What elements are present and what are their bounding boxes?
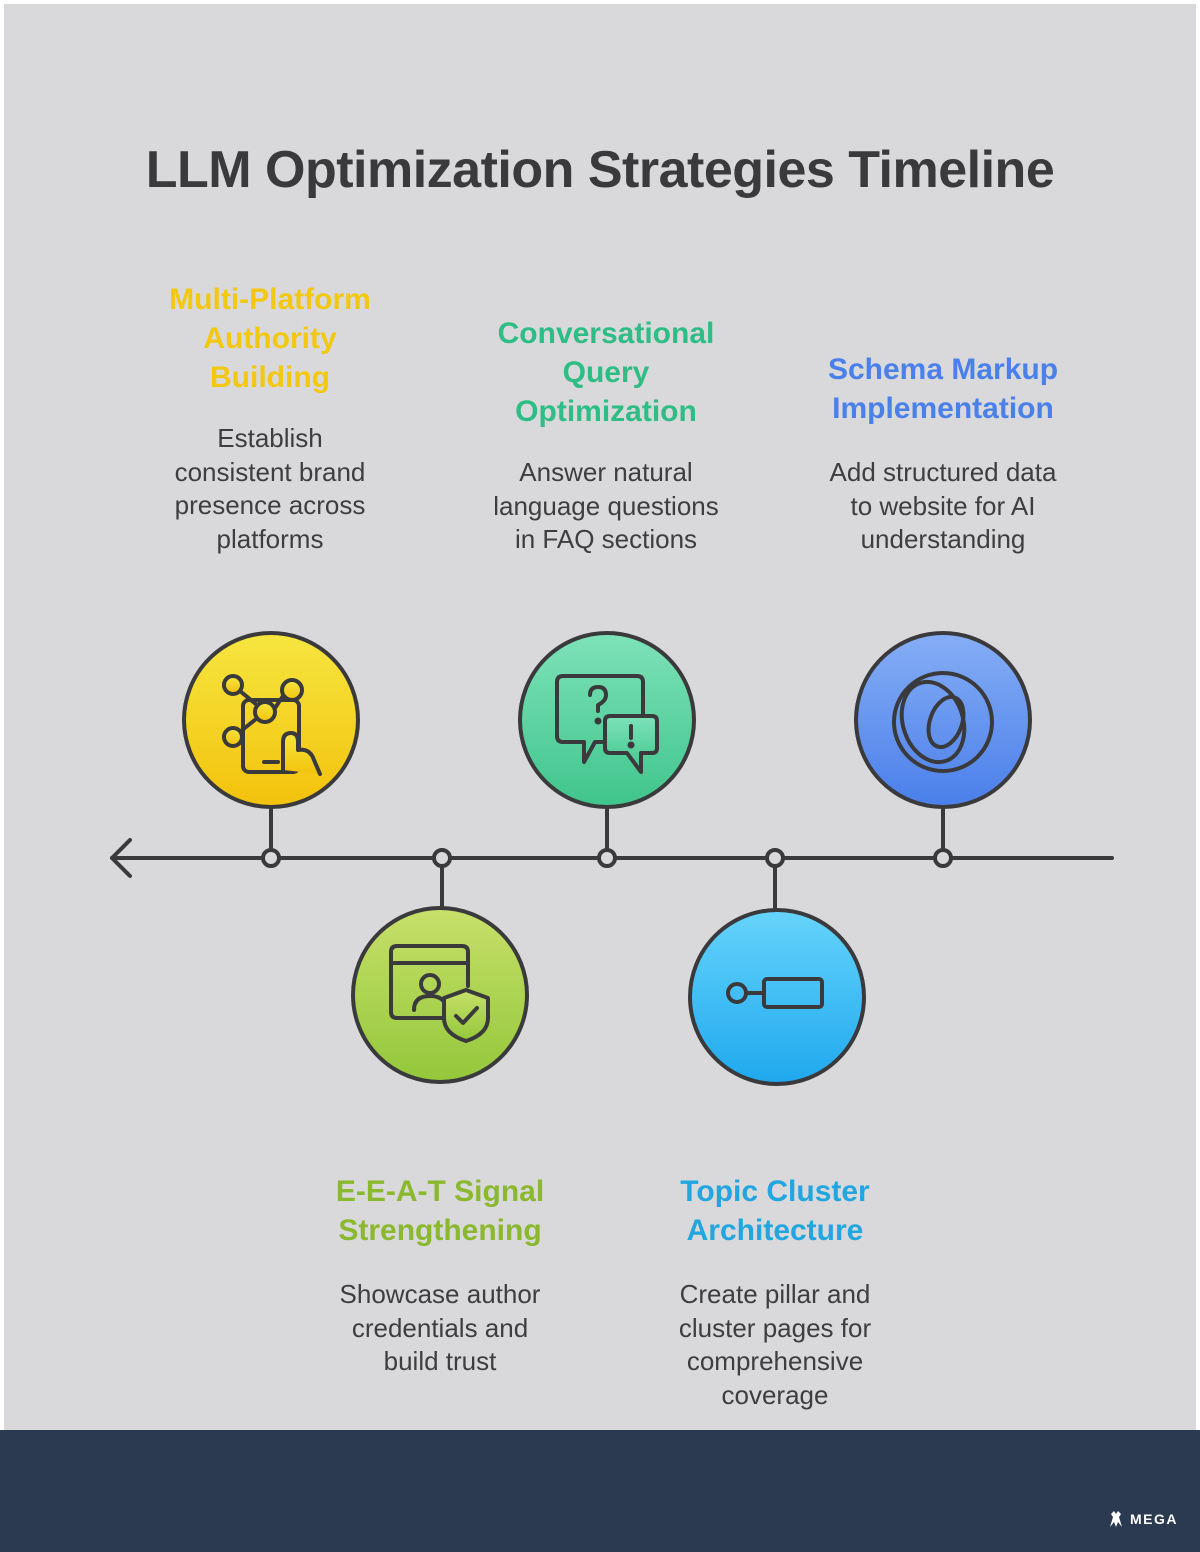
chat-question-icon [555,674,659,774]
title-line: Implementation [832,392,1054,425]
title-line: Building [210,361,330,394]
desc-line: Showcase author [339,1279,541,1309]
timeline-dot [597,848,617,868]
footer-bar [0,1430,1200,1552]
desc-line: Establish [217,423,323,453]
title-line: Strengthening [338,1214,542,1247]
step-title-topic-cluster: Topic Cluster Architecture [620,1172,930,1250]
desc-line: coverage [721,1379,829,1410]
step-node-eeat [351,906,529,1084]
desc-line: consistent brand [174,456,366,487]
swirl-icon [892,671,994,773]
desc-line: credentials and [351,1312,529,1343]
tag-node-icon [726,977,824,1009]
step-desc-schema: Add structured data to website for AI un… [778,456,1108,557]
desc-line: language questions [493,490,719,521]
desc-line: platforms [216,523,324,554]
timeline-diagram [110,631,1114,1086]
title-line: Authority [203,322,337,355]
step-node-schema [854,631,1032,809]
network-hand-phone-icon [222,674,322,776]
title-line: Architecture [686,1214,864,1247]
step-desc-multi-platform: Establish consistent brand presence acro… [120,422,420,556]
desc-line: Answer natural [519,457,693,487]
step-node-conversational [518,631,696,809]
title-line: Optimization [515,395,697,428]
desc-line: Create pillar and [679,1279,871,1309]
desc-line: comprehensive [686,1346,864,1376]
title-line: Multi-Platform [169,283,371,316]
title-line: Conversational [497,317,715,350]
step-desc-conversational: Answer natural language questions in FAQ… [436,456,776,557]
step-title-multi-platform: Multi-Platform Authority Building [120,280,420,397]
desc-line: in FAQ sections [514,524,698,554]
desc-line: build trust [383,1346,497,1376]
step-node-topic-cluster [688,908,866,1086]
title-line: Schema Markup [827,353,1059,386]
title-line: E-E-A-T Signal [335,1175,545,1208]
timeline-dot [432,848,452,868]
step-title-schema: Schema Markup Implementation [778,350,1108,428]
profile-shield-icon [389,944,490,1043]
desc-line: Add structured data [829,457,1057,487]
desc-line: understanding [860,524,1026,554]
step-node-multi-platform [182,631,360,809]
timeline-dot [933,848,953,868]
page-title: LLM Optimization Strategies Timeline [145,141,1055,199]
timeline-dot [765,848,785,868]
title-line: Query [562,356,650,389]
step-title-eeat: E-E-A-T Signal Strengthening [280,1172,600,1250]
brand-mark-icon [1110,1511,1122,1527]
step-desc-topic-cluster: Create pillar and cluster pages for comp… [620,1278,930,1412]
title-line: Topic Cluster [680,1175,870,1208]
brand-logo: MEGA [1108,1510,1178,1528]
desc-line: cluster pages for [678,1312,872,1343]
desc-line: presence across [174,490,366,520]
desc-line: to website for AI [850,490,1036,521]
step-title-conversational: Conversational Query Optimization [456,314,756,431]
timeline-dot [261,848,281,868]
timeline-arrow-head [110,838,132,878]
brand-name: MEGA [1130,1511,1178,1527]
step-desc-eeat: Showcase author credentials and build tr… [280,1278,600,1379]
